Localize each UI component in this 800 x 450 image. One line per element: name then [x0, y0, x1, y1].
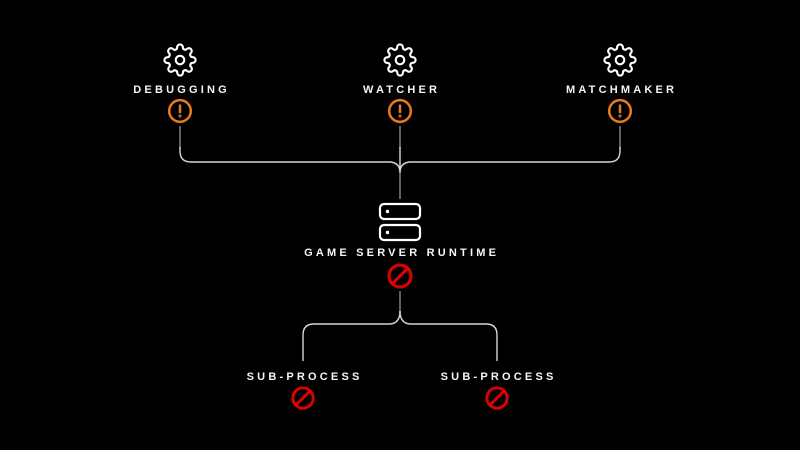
node-label: DEBUGGING [133, 84, 230, 96]
blocked-icon [485, 386, 509, 410]
blocked-icon [387, 263, 413, 289]
node-matchmaker: MATCHMAKER [520, 43, 720, 124]
node-game-server-runtime: GAME SERVER RUNTIME [300, 202, 500, 290]
node-label: WATCHER [362, 84, 441, 96]
gear-icon [383, 43, 417, 77]
gear-icon [603, 43, 637, 77]
blocked-icon [291, 386, 315, 410]
node-label: SUB-PROCESS [246, 371, 363, 383]
gear-icon [163, 43, 197, 77]
warning-icon [607, 98, 633, 124]
node-watcher: WATCHER [300, 43, 500, 124]
node-debugging: DEBUGGING [80, 43, 280, 124]
node-sub-process-right: SUB-PROCESS [397, 371, 597, 411]
node-label: SUB-PROCESS [440, 371, 557, 383]
node-label: GAME SERVER RUNTIME [304, 247, 500, 259]
node-sub-process-left: SUB-PROCESS [203, 371, 403, 411]
warning-icon [167, 98, 193, 124]
warning-icon [387, 98, 413, 124]
node-label: MATCHMAKER [565, 84, 678, 96]
server-icon [378, 202, 422, 242]
